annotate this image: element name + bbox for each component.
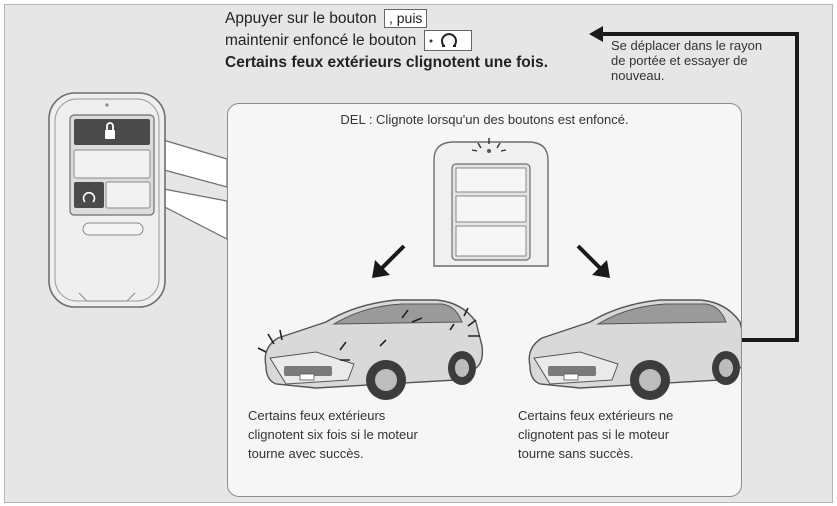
remote-start-key-box: [423, 30, 472, 52]
outcome-panel: DEL : Clignote lorsqu'un des boutons est…: [227, 103, 742, 497]
failure-caption-line-1: Certains feux extérieurs ne: [518, 408, 674, 423]
key-fob-small: [433, 138, 549, 267]
diagram-canvas: Appuyer sur le bouton , puis maintenir e…: [4, 4, 833, 503]
instruction-text-2: maintenir enfoncé le bouton: [225, 32, 417, 49]
panel-illustration: [257, 138, 741, 400]
led-indicator: [487, 149, 491, 153]
failure-caption-line-2: clignotent pas si le moteur: [518, 427, 670, 442]
instruction-line-3: Certains feux extérieurs clignotent une …: [225, 52, 548, 74]
remote-start-button: [74, 182, 104, 208]
key-lock-label: , puis: [383, 9, 428, 29]
key-fob-large: [48, 92, 228, 308]
arrow-to-failure: [576, 244, 610, 278]
instructions: Appuyer sur le bouton , puis maintenir e…: [225, 8, 548, 74]
success-caption-line-1: Certains feux extérieurs: [248, 408, 386, 423]
retry-note: Se déplacer dans le rayon de portée et e…: [611, 38, 801, 83]
success-caption-line-3: tourne avec succès.: [248, 446, 364, 461]
failure-caption-line-3: tourne sans succès.: [518, 446, 634, 461]
retry-note-line-1: Se déplacer dans le rayon: [611, 38, 763, 53]
car-lights-flashing: [257, 299, 484, 400]
instruction-text-3: Certains feux extérieurs clignotent une …: [225, 54, 548, 71]
success-caption-line-2: clignotent six fois si le moteur: [248, 427, 418, 442]
retry-arrow: [589, 26, 799, 342]
instruction-line-2: maintenir enfoncé le bouton: [225, 30, 548, 52]
success-caption: Certains feux extérieurs clignotent six …: [248, 406, 458, 463]
instruction-line-1: Appuyer sur le bouton , puis: [225, 8, 548, 30]
arrow-to-success: [372, 244, 406, 278]
retry-note-line-3: nouveau.: [611, 68, 665, 83]
remote-start-small-icon: [82, 191, 96, 203]
lock-icon: [105, 122, 115, 139]
car-no-lights: [528, 299, 741, 400]
instruction-text-1: Appuyer sur le bouton: [225, 10, 377, 27]
led-note: DEL : Clignote lorsqu'un des boutons est…: [340, 112, 629, 127]
remote-start-icon: [429, 33, 457, 48]
retry-note-line-2: de portée et essayer de: [611, 53, 748, 68]
failure-caption: Certains feux extérieurs ne clignotent p…: [518, 406, 728, 463]
